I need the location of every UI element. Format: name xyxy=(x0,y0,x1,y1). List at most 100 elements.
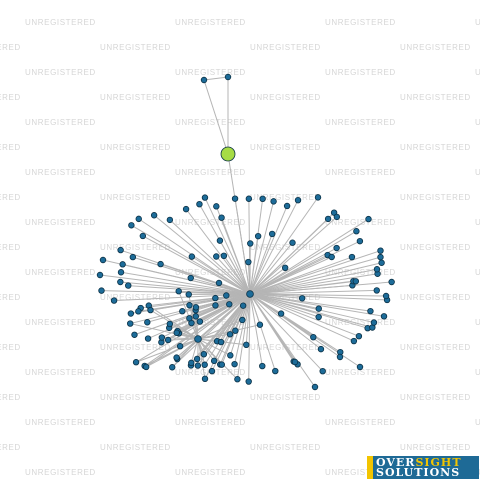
edge xyxy=(102,259,251,295)
graph-node xyxy=(98,287,105,294)
graph-node xyxy=(373,266,381,273)
graph-node xyxy=(131,331,138,338)
graph-node xyxy=(350,337,358,345)
edge xyxy=(249,293,388,301)
edge xyxy=(249,293,375,324)
edge xyxy=(178,290,251,295)
graph-node xyxy=(166,216,174,224)
edge xyxy=(221,217,251,295)
graph-node xyxy=(157,260,164,268)
edge xyxy=(249,293,303,299)
graph-node xyxy=(117,269,125,276)
graph-node xyxy=(245,258,252,266)
logo-line1: OVERSIGHT xyxy=(376,455,462,469)
edge xyxy=(249,230,357,295)
graph-node xyxy=(277,310,285,317)
graph-node xyxy=(218,214,225,221)
edge xyxy=(220,293,251,343)
graph-node xyxy=(132,359,140,366)
logo-word-sight: SIGHT xyxy=(415,455,462,469)
edge xyxy=(249,262,382,295)
graph-node xyxy=(319,367,326,375)
edge xyxy=(128,285,251,295)
edge xyxy=(153,214,251,295)
graph-node xyxy=(212,294,219,302)
graph-node xyxy=(218,361,226,368)
edge xyxy=(249,289,377,295)
graph-node xyxy=(272,367,279,375)
graph-node xyxy=(193,355,201,363)
graph-node xyxy=(289,239,296,246)
edge xyxy=(120,281,251,295)
graph-node xyxy=(215,279,223,287)
edge xyxy=(249,293,324,372)
graph-node xyxy=(355,332,363,340)
graph-node xyxy=(310,333,317,341)
graph-node xyxy=(298,295,306,302)
edge xyxy=(142,235,251,295)
edge xyxy=(249,218,329,295)
graph-node xyxy=(139,232,147,240)
graph-node xyxy=(117,246,124,254)
graph-node xyxy=(291,358,299,366)
graph-node xyxy=(270,198,277,205)
graph-node xyxy=(317,345,325,353)
graph-node xyxy=(217,338,225,346)
graph-node xyxy=(169,364,176,371)
sub-hub-node xyxy=(194,335,202,343)
edge xyxy=(249,293,296,363)
graph-node xyxy=(226,301,233,308)
graph-node xyxy=(196,318,204,325)
graph-node xyxy=(256,321,264,328)
graph-node xyxy=(201,361,208,368)
edge xyxy=(197,338,238,380)
graph-node xyxy=(147,306,154,314)
graph-node xyxy=(128,222,135,229)
graph-node xyxy=(158,334,166,341)
graph-node xyxy=(259,195,266,203)
graph-node xyxy=(127,320,134,327)
edge xyxy=(195,293,251,308)
edge xyxy=(204,197,251,295)
graph-node xyxy=(254,232,262,240)
graph-node xyxy=(166,320,174,328)
edge xyxy=(249,247,337,295)
graph-node xyxy=(110,297,118,304)
graph-node xyxy=(164,336,172,344)
edge xyxy=(249,293,355,342)
graph-node xyxy=(129,253,137,261)
graph-node xyxy=(247,240,254,247)
edge xyxy=(229,293,251,335)
graph-node xyxy=(144,319,151,326)
edge xyxy=(176,293,251,334)
edge xyxy=(197,293,251,340)
graph-node xyxy=(99,256,107,264)
graph-node xyxy=(356,363,364,371)
edge xyxy=(249,268,378,295)
edge xyxy=(229,293,251,356)
graph-node xyxy=(212,302,219,309)
edge xyxy=(249,250,381,295)
graph-node xyxy=(333,244,340,252)
edge xyxy=(249,216,338,295)
edge xyxy=(130,323,199,340)
graph-node xyxy=(192,313,200,320)
graph-node xyxy=(186,302,193,309)
edge xyxy=(169,219,251,295)
edge xyxy=(150,309,199,340)
graph-node xyxy=(192,304,200,311)
graph-node xyxy=(388,278,395,286)
graph-node xyxy=(294,196,302,204)
graph-node xyxy=(186,315,193,322)
highlighted-green-node xyxy=(220,146,236,162)
edge xyxy=(215,256,251,295)
graph-node xyxy=(373,287,380,294)
graph-node xyxy=(245,378,252,385)
edge xyxy=(178,291,199,340)
edge xyxy=(185,208,251,295)
graph-node xyxy=(259,362,266,370)
edge xyxy=(249,197,319,295)
graph-node xyxy=(356,237,364,245)
